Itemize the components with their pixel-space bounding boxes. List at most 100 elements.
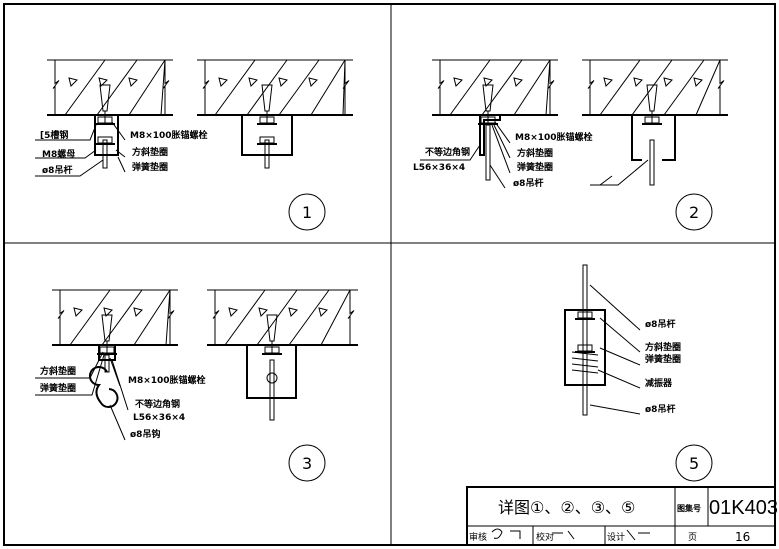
aggregate-mark (218, 77, 228, 87)
aggregate-mark (513, 77, 523, 87)
aggregate-mark (98, 77, 108, 87)
label-rod: ø8吊杆 (42, 164, 72, 176)
aggregate-mark (133, 307, 143, 317)
rod (102, 139, 108, 169)
rod (269, 359, 275, 421)
concrete-hatch (224, 289, 266, 346)
concrete-hatch (165, 289, 171, 346)
label-square-washer: 方斜垫圈 (645, 341, 681, 353)
break-line (342, 60, 350, 115)
label-bolt: M8×100胀锚螺栓 (128, 374, 206, 386)
concrete-hatch (246, 59, 288, 116)
sheet-border (3, 3, 776, 546)
anchor-bolt (101, 314, 113, 342)
concrete-hatch (101, 289, 143, 346)
aggregate-mark (68, 77, 78, 87)
concrete-hatch (128, 59, 166, 116)
concrete-hatch (545, 59, 551, 116)
label-bolt: M8×100胀锚螺栓 (130, 129, 208, 141)
damper-spring (571, 351, 599, 356)
break-line (202, 60, 210, 115)
concrete-hatch (663, 59, 705, 116)
rod (485, 124, 491, 181)
concrete-hatch (320, 289, 351, 346)
aggregate-mark (258, 307, 268, 317)
damper-bracket (564, 309, 606, 386)
detail-number: 5 (689, 454, 699, 473)
concrete-hatch (342, 59, 346, 116)
anchor-bolt (261, 84, 273, 112)
concrete-hatch (64, 59, 106, 116)
aggregate-mark (248, 77, 258, 87)
label-square-washer: 方斜垫圈 (132, 146, 168, 158)
aggregate-mark (308, 77, 318, 87)
detail-number: 3 (302, 454, 312, 473)
label-spring-washer: 弹簧垫圈 (40, 382, 76, 394)
nut (577, 311, 593, 319)
review-label: 审核 (469, 531, 487, 543)
label-spring-washer: 弹簧垫圈 (132, 161, 168, 173)
aggregate-mark (318, 307, 328, 317)
label-angle-name: 不等边角钢 (425, 146, 470, 158)
panel-5: ø8吊杆 方斜垫圈 弹簧垫圈 减振器 ø8吊杆 5 (645, 318, 713, 482)
aggregate-mark (603, 77, 613, 87)
anchor-bolt (482, 84, 494, 112)
angle-steel (631, 115, 676, 161)
aggregate-mark (288, 307, 298, 317)
label-square-washer: 方斜垫圈 (40, 365, 76, 377)
aggregate-mark (228, 307, 238, 317)
check-label: 校对 (536, 531, 554, 543)
detail-number-circle (675, 444, 713, 482)
rod (264, 139, 270, 169)
angle-steel (246, 345, 297, 399)
concrete-hatch (96, 59, 138, 116)
concrete-hatch (278, 59, 320, 116)
angle-steel (98, 345, 116, 361)
label-spring-washer: 弹簧垫圈 (517, 161, 553, 173)
concrete-hatch (214, 59, 256, 116)
drawing-title: 详图①、②、③、⑤ (498, 498, 635, 517)
atlas-label: 图集号 (677, 503, 701, 513)
channel-steel (241, 115, 293, 156)
concrete-hatch (599, 59, 641, 116)
aggregate-mark (663, 77, 673, 87)
leader-lines (35, 351, 129, 441)
damper-spring (571, 369, 599, 374)
leader-lines (589, 284, 641, 415)
aggregate-mark (128, 77, 138, 87)
concrete-hatch (69, 289, 111, 346)
detail-number: 1 (302, 203, 312, 222)
label-angle-name: 不等边角钢 (135, 398, 180, 410)
aggregate-mark (453, 77, 463, 87)
anchor-bolt (99, 84, 111, 112)
aggregate-mark (483, 77, 493, 87)
aggregate-mark (73, 307, 83, 317)
aggregate-mark (103, 307, 113, 317)
design-label: 设计 (607, 531, 625, 543)
label-angle-size: L56×36×4 (133, 413, 185, 423)
label-angle-size: L56×36×4 (413, 163, 465, 173)
break-line (162, 60, 170, 115)
concrete-hatch (695, 59, 721, 116)
label-hook: ø8吊钩 (130, 428, 160, 440)
rod (649, 139, 655, 186)
label-rod-bottom: ø8吊杆 (645, 403, 675, 415)
break-line (547, 60, 555, 115)
hook (88, 366, 119, 408)
leader-lines (35, 121, 126, 177)
detail-number-circle (288, 193, 326, 231)
concrete-hatch (288, 289, 330, 346)
concrete-hatch (481, 59, 523, 116)
rod (582, 264, 588, 416)
break-line (57, 290, 65, 345)
damper-spring (571, 357, 599, 362)
angle-steel (479, 115, 501, 156)
break-line (167, 290, 175, 345)
break-line (717, 60, 725, 115)
concrete-hatch (449, 59, 491, 116)
panel-2: 不等边角钢 L56×36×4 M8×100胀锚螺栓 方斜垫圈 弹簧垫圈 ø8吊杆… (413, 131, 713, 231)
label-channel: [5槽钢 (40, 129, 68, 141)
atlas-number: 01K403 (709, 497, 778, 519)
